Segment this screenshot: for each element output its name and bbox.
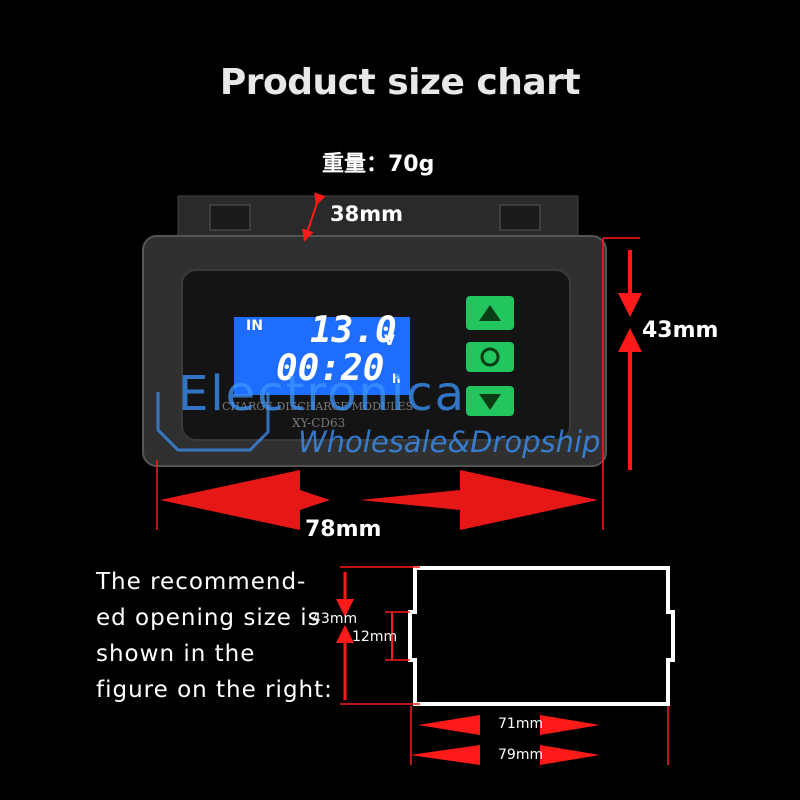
opening-outer-width-label: 79mm: [498, 747, 544, 763]
depth-label: 38mm: [330, 202, 403, 226]
module-name: CHARGE DISCHARGE MODULES: [222, 400, 414, 413]
lcd-time-unit: h: [392, 372, 401, 386]
width-arrow-left: [160, 470, 330, 530]
opening-outline: [408, 566, 675, 706]
lcd-time: 00:20: [276, 348, 385, 389]
clip-right: [499, 204, 541, 231]
width-label: 78mm: [305, 517, 382, 542]
lcd-screen: [234, 317, 410, 395]
inner-width-arrow-right: [540, 715, 600, 735]
down-arrow-icon: [479, 394, 501, 410]
lcd-mode: IN: [246, 318, 263, 334]
width-arrow-right: [360, 470, 598, 530]
outer-width-arrow-right: [540, 745, 600, 765]
lcd-voltage-unit: V: [384, 333, 395, 349]
inner-width-arrow-left: [418, 715, 480, 735]
opening-height-label: 43mm: [312, 611, 358, 627]
watermark-tagline: Wholesale&Dropship: [298, 425, 601, 459]
clip-left: [209, 204, 251, 231]
weight-label: 重量：70g: [322, 152, 435, 177]
outer-width-arrow-left: [410, 745, 480, 765]
up-arrow-icon: [479, 305, 501, 321]
gear-icon: [480, 347, 500, 367]
depth-arrow: [302, 192, 326, 242]
opening-note: The recommend-ed opening size is shown i…: [96, 569, 333, 703]
opening-inner-width-label: 71mm: [498, 716, 544, 732]
page-title: Product size chart: [219, 62, 581, 103]
watermark-brand: Electronica: [178, 366, 467, 422]
watermark-logo-icon: [156, 392, 270, 452]
module-code: XY-CD63: [292, 416, 346, 430]
height-label: 43mm: [642, 318, 719, 343]
opening-notch-label: 12mm: [352, 629, 398, 645]
settings-button: [466, 342, 514, 372]
lcd-voltage: 13.0: [310, 310, 397, 351]
